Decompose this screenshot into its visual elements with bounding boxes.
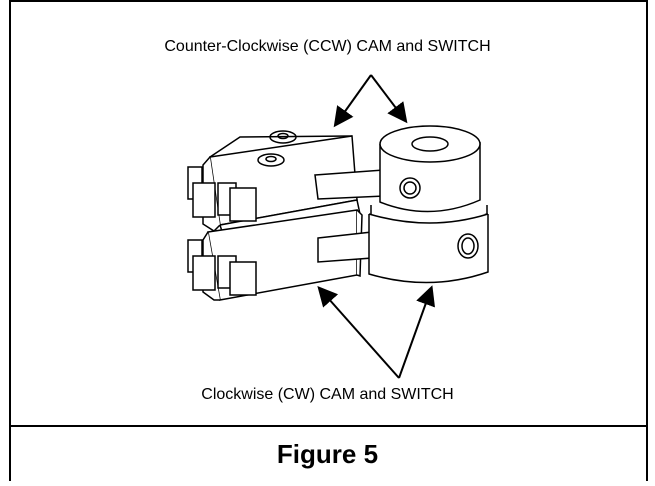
figure-border — [9, 0, 648, 481]
figure-caption: Figure 5 — [276, 439, 379, 469]
ccw-label: Counter-Clockwise (CCW) CAM and SWITCH — [164, 38, 491, 55]
cw-label: Clockwise (CW) CAM and SWITCH — [201, 386, 454, 403]
cw-switch-terminals — [187, 239, 257, 296]
ccw-arrows — [333, 74, 408, 128]
ccw-switch-terminals — [187, 166, 257, 222]
ccw-cam — [370, 125, 488, 225]
cw-cam — [368, 213, 489, 284]
cw-arrows — [317, 285, 435, 379]
